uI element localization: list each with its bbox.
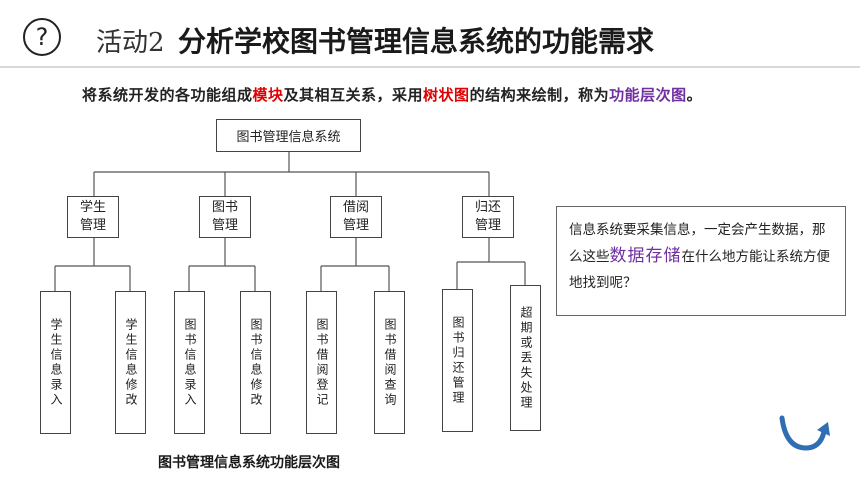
function-student-edit: 学生信息修改 <box>115 291 146 434</box>
function-book-entry: 图书信息录入 <box>174 291 205 434</box>
function-borrow-query: 图书借阅查询 <box>374 291 405 434</box>
curved-arrow-icon[interactable] <box>776 414 832 454</box>
question-circle-icon: ? <box>23 18 61 56</box>
function-book-edit: 图书信息修改 <box>240 291 271 434</box>
module-student: 学生 管理 <box>67 196 119 238</box>
keyword-data-storage: 数据存储 <box>609 246 682 266</box>
diagram-caption: 图书管理信息系统功能层次图 <box>158 455 340 471</box>
page-title: 分析学校图书管理信息系统的功能需求 <box>178 25 655 58</box>
keyword-tree: 树状图 <box>423 86 470 104</box>
function-overdue-handling: 超期或丢失处理 <box>510 285 541 431</box>
module-borrow: 借阅 管理 <box>330 196 382 238</box>
root-node: 图书管理信息系统 <box>216 119 361 152</box>
function-borrow-register: 图书借阅登记 <box>306 291 337 434</box>
function-return-manage: 图书归还管理 <box>442 289 473 432</box>
function-student-entry: 学生信息录入 <box>40 291 71 434</box>
keyword-function-chart: 功能层次图 <box>609 86 687 104</box>
intro-text: 将系统开发的各功能组成模块及其相互关系，采用树状图的结构来绘制，称为功能层次图。 <box>82 86 703 104</box>
question-callout: 信息系统要采集信息，一定会产生数据，那么这些数据存储在什么地方能让系统方便地找到… <box>556 206 846 316</box>
activity-label: 活动2 <box>96 28 165 58</box>
keyword-module: 模块 <box>252 86 284 104</box>
module-return: 归还 管理 <box>462 196 514 238</box>
module-book: 图书 管理 <box>199 196 251 238</box>
title-divider <box>0 66 860 68</box>
